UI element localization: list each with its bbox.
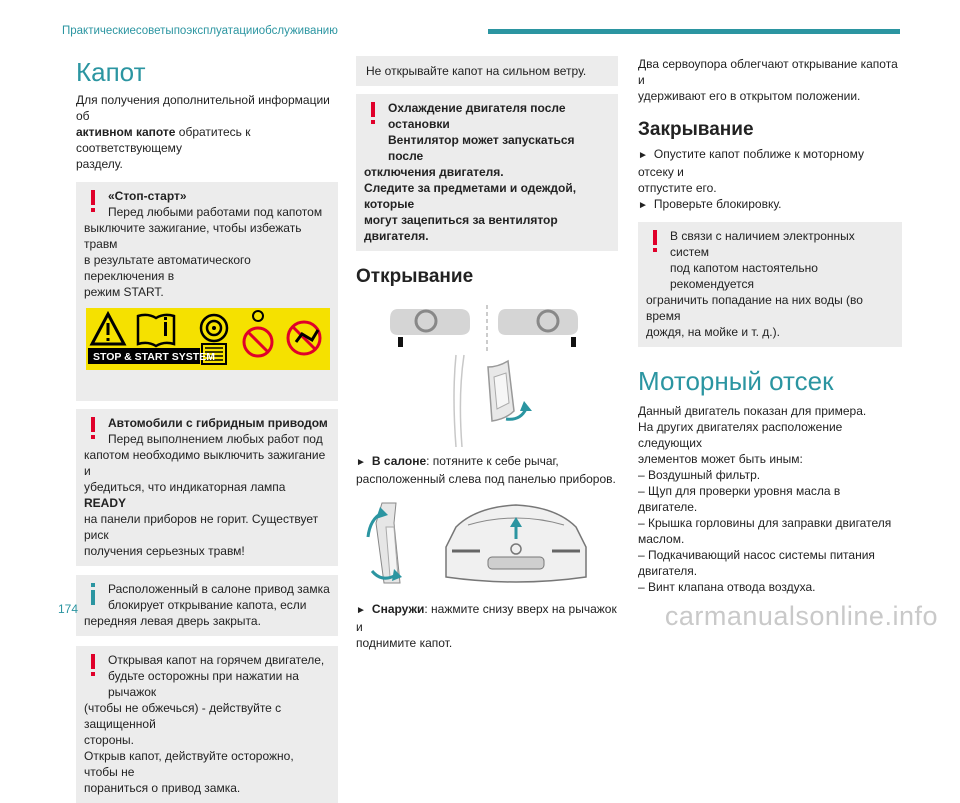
step2-line-2: поднимите капот.: [356, 636, 453, 650]
warn2-line-5: получения серьезных травм!: [84, 544, 245, 558]
close2: Проверьте блокировку.: [653, 197, 782, 211]
close1-line-1: Опустите капот поближе к моторному отсек…: [638, 147, 864, 179]
intro-line-3: разделу.: [76, 157, 123, 171]
engine-item: – Щуп для проверки уровня масла в двигат…: [638, 484, 841, 514]
intro-line-2: обратитесь к соответствующему: [76, 125, 251, 155]
triangle-pointer-icon: ►: [356, 605, 366, 616]
triangle-pointer-icon: ►: [638, 150, 648, 161]
warn1-line-1: Перед любыми работами под капотом: [108, 205, 323, 219]
warn5-line-1: В связи с наличием электронных систем: [670, 229, 855, 259]
page-number: 174: [58, 602, 79, 616]
exclamation-icon: [366, 102, 380, 126]
warn4-line-1: Охлаждение двигателя после остановки: [388, 101, 566, 131]
struts-line-1: Два сервоупора облегчают открывание капо…: [638, 57, 898, 87]
warn5-line-2: под капотом настоятельно рекомендуется: [670, 261, 818, 291]
warn2-line-4: на панели приборов не горит. Существует …: [84, 512, 319, 542]
struts-line-2: удерживают его в открытом положении.: [638, 89, 861, 103]
info-box-lock-actuator: Расположенный в салоне привод замка блок…: [76, 575, 338, 636]
warn3-line-4: стороны.: [84, 733, 134, 747]
warn1-line-2: выключите зажигание, чтобы избежать трав…: [84, 221, 302, 251]
step1-bold: В салоне: [371, 454, 427, 468]
close1-line-2: отпустите его.: [638, 181, 717, 195]
warn3-line-5: Открыв капот, действуйте осторожно, чтоб…: [84, 749, 294, 779]
engine-item: – Винт клапана отвода воздуха.: [638, 580, 816, 594]
intro-line-1: Для получения дополнительной информации …: [76, 93, 330, 123]
wind-note: Не открывайте капот на сильном ветру.: [366, 64, 587, 78]
info1-line-3: передняя левая дверь закрыта.: [84, 614, 261, 628]
warning-box-hybrid: Автомобили с гибридным приводом Перед вы…: [76, 409, 338, 566]
warn4-line-2: Вентилятор может запускаться после: [388, 133, 575, 163]
no-hand-icon: [286, 320, 322, 356]
warn2-line-2: капотом необходимо выключить зажигание и: [84, 448, 326, 478]
header-title: Практическиесоветыпоэксплуатацииобслужив…: [62, 25, 338, 37]
engine-item: – Крышка горловины для заправки двигател…: [638, 516, 892, 530]
section-title-engine-bay: Моторный отсек: [638, 366, 834, 396]
engine-line-2: На других двигателях расположение следую…: [638, 420, 843, 450]
no-touch-icon: [242, 310, 274, 358]
warn1-title: «Стоп-старт»: [108, 189, 187, 203]
triangle-pointer-icon: ►: [638, 200, 648, 211]
exterior-lever-illustration: [366, 502, 587, 584]
warn5-line-4: дождя, на мойке и т. д.).: [646, 325, 780, 339]
warn3-line-2: будьте осторожны при нажатии на рычажок: [108, 669, 299, 699]
engine-line-1: Данный двигатель показан для примера.: [638, 404, 867, 418]
step1-rest: : потяните к себе рычаг,: [426, 454, 559, 468]
warn2-title: Автомобили с гибридным приводом: [108, 416, 328, 430]
warn5-line-3: ограничить попадание на них воды (во вре…: [646, 293, 863, 323]
watermark: carmanualsonline.info: [664, 601, 938, 631]
triangle-pointer-icon: ►: [356, 457, 366, 468]
warn4-line-4: Следите за предметами и одеждой, которые: [364, 181, 577, 211]
stop-start-label-text: STOP & START SYSTEM: [93, 351, 215, 363]
warn3-line-1: Открывая капот на горячем двигателе,: [108, 653, 325, 667]
header-rule: [488, 29, 900, 34]
section-title-hood: Капот: [76, 57, 146, 87]
engine-item: – Подкачивающий насос системы питания: [638, 548, 875, 562]
warn1-line-3: в результате автоматического переключени…: [84, 253, 251, 283]
ready-label: READY: [84, 496, 127, 510]
exclamation-icon: [86, 654, 100, 678]
fan-coil-icon: [199, 313, 229, 365]
exclamation-icon: [86, 190, 100, 214]
stop-start-label-image: STOP & START SYSTEM: [86, 308, 330, 370]
step2-rest: : нажмите снизу вверх на рычажок и: [356, 602, 617, 634]
steering-wheel-right-icon: [498, 309, 578, 347]
section-title-closing: Закрывание: [638, 119, 754, 140]
note-box-wind: Не открывайте капот на сильном ветру.: [356, 56, 618, 86]
info-icon: [86, 583, 100, 607]
info1-line-2: блокирует открывание капота, если: [108, 598, 307, 612]
warning-box-stop-start: «Стоп-старт» Перед любыми работами под к…: [76, 182, 338, 401]
step1-line-2: расположенный слева под панелью приборов…: [356, 472, 616, 486]
step2-bold: Снаружи: [371, 602, 425, 616]
warn3-line-6: пораниться о привод замка.: [84, 781, 241, 795]
engine-item: – Воздушный фильтр.: [638, 468, 761, 482]
engine-line-3: элементов может быть иным:: [638, 452, 803, 466]
warn3-line-3: (чтобы не обжечься) - действуйте с защищ…: [84, 701, 282, 731]
warning-box-water: В связи с наличием электронных систем по…: [638, 222, 902, 347]
warn2-line-1: Перед выполнением любых работ под: [108, 432, 323, 446]
column-1: Капот Для получения дополнительной инфор…: [76, 56, 338, 803]
info1-line-1: Расположенный в салоне привод замка: [108, 582, 330, 596]
warn1-line-4: режим START.: [84, 285, 164, 299]
manual-book-icon: [136, 313, 176, 348]
column-2: Не открывайте капот на сильном ветру. Ох…: [356, 56, 618, 651]
warn4-line-3: отключения двигателя.: [364, 165, 504, 179]
interior-lever-illustration: [390, 305, 578, 447]
exclamation-icon: [86, 417, 100, 441]
exclamation-icon: [648, 230, 662, 254]
warning-triangle-icon: [89, 310, 127, 346]
hood-lever-icon: [366, 502, 402, 584]
column-3: Два сервоупора облегчают открывание капо…: [638, 56, 902, 595]
steering-wheel-left-icon: [390, 309, 470, 347]
car-front-icon: [445, 504, 587, 583]
warn4-line-5: могут зацепиться за вентилятор двигателя…: [364, 213, 558, 243]
warning-box-hot-engine: Открывая капот на горячем двигателе, буд…: [76, 646, 338, 803]
intro-bold: активном капоте: [76, 125, 176, 139]
engine-item: двигателя.: [638, 564, 698, 578]
warning-box-fan: Охлаждение двигателя после остановки Вен…: [356, 94, 618, 251]
section-title-opening: Открывание: [356, 266, 474, 287]
engine-item: маслом.: [638, 532, 685, 546]
warn2-line-3: убедиться, что индикаторная лампа: [84, 480, 286, 494]
